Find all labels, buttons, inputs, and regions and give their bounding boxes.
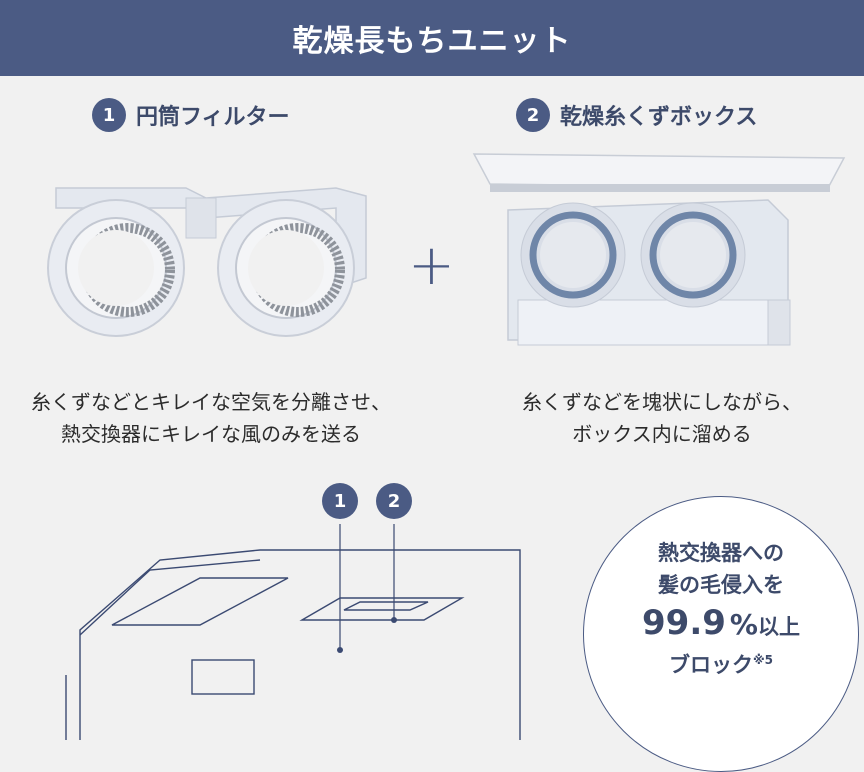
description-1-line-1: 糸くずなどとキレイな空気を分離させ、 <box>31 390 391 414</box>
plus-sign: + <box>408 233 455 298</box>
callout-value-suffix: 以上 <box>757 615 800 639</box>
number-badge-2: 2 <box>516 98 550 132</box>
callout-line-4: ブロック※5 <box>584 649 858 679</box>
heading-label-2: 乾燥糸くずボックス <box>560 105 758 130</box>
callout-line-2: 髪の毛侵入を <box>658 573 784 597</box>
heading-lint-box: 2 乾燥糸くずボックス <box>516 98 757 132</box>
performance-callout: 熱交換器への 髪の毛侵入を 99.9%以上 ブロック※5 <box>583 496 859 772</box>
callout-value: 99.9 <box>642 603 726 643</box>
description-lint-box: 糸くずなどを塊状にしながら、 ボックス内に溜める <box>460 386 864 450</box>
banner-title: 乾燥長もちユニット <box>292 24 572 59</box>
lint-box-illustration <box>472 153 846 346</box>
title-banner: 乾燥長もちユニット <box>0 0 864 76</box>
heading-label-1: 円筒フィルター <box>136 105 290 130</box>
callout-block-text: ブロック <box>668 653 753 677</box>
callout-footnote: ※5 <box>752 653 773 667</box>
location-marker-1: 1 <box>322 483 358 519</box>
number-badge-1: 1 <box>92 98 126 132</box>
description-2-line-2: ボックス内に溜める <box>572 422 752 446</box>
callout-line-1: 熱交換器への <box>658 541 784 565</box>
description-2-line-1: 糸くずなどを塊状にしながら、 <box>522 390 802 414</box>
callout-value-line: 99.9%以上 <box>584 603 858 643</box>
washing-machine-outline <box>65 524 521 740</box>
description-1-line-2: 熱交換器にキレイな風のみを送る <box>61 422 361 446</box>
description-cylinder-filter: 糸くずなどとキレイな空気を分離させ、 熱交換器にキレイな風のみを送る <box>0 386 422 450</box>
callout-unit: % <box>729 608 758 641</box>
location-marker-2: 2 <box>376 483 412 519</box>
heading-cylinder-filter: 1 円筒フィルター <box>92 98 290 132</box>
cylinder-filter-illustration <box>47 187 367 337</box>
